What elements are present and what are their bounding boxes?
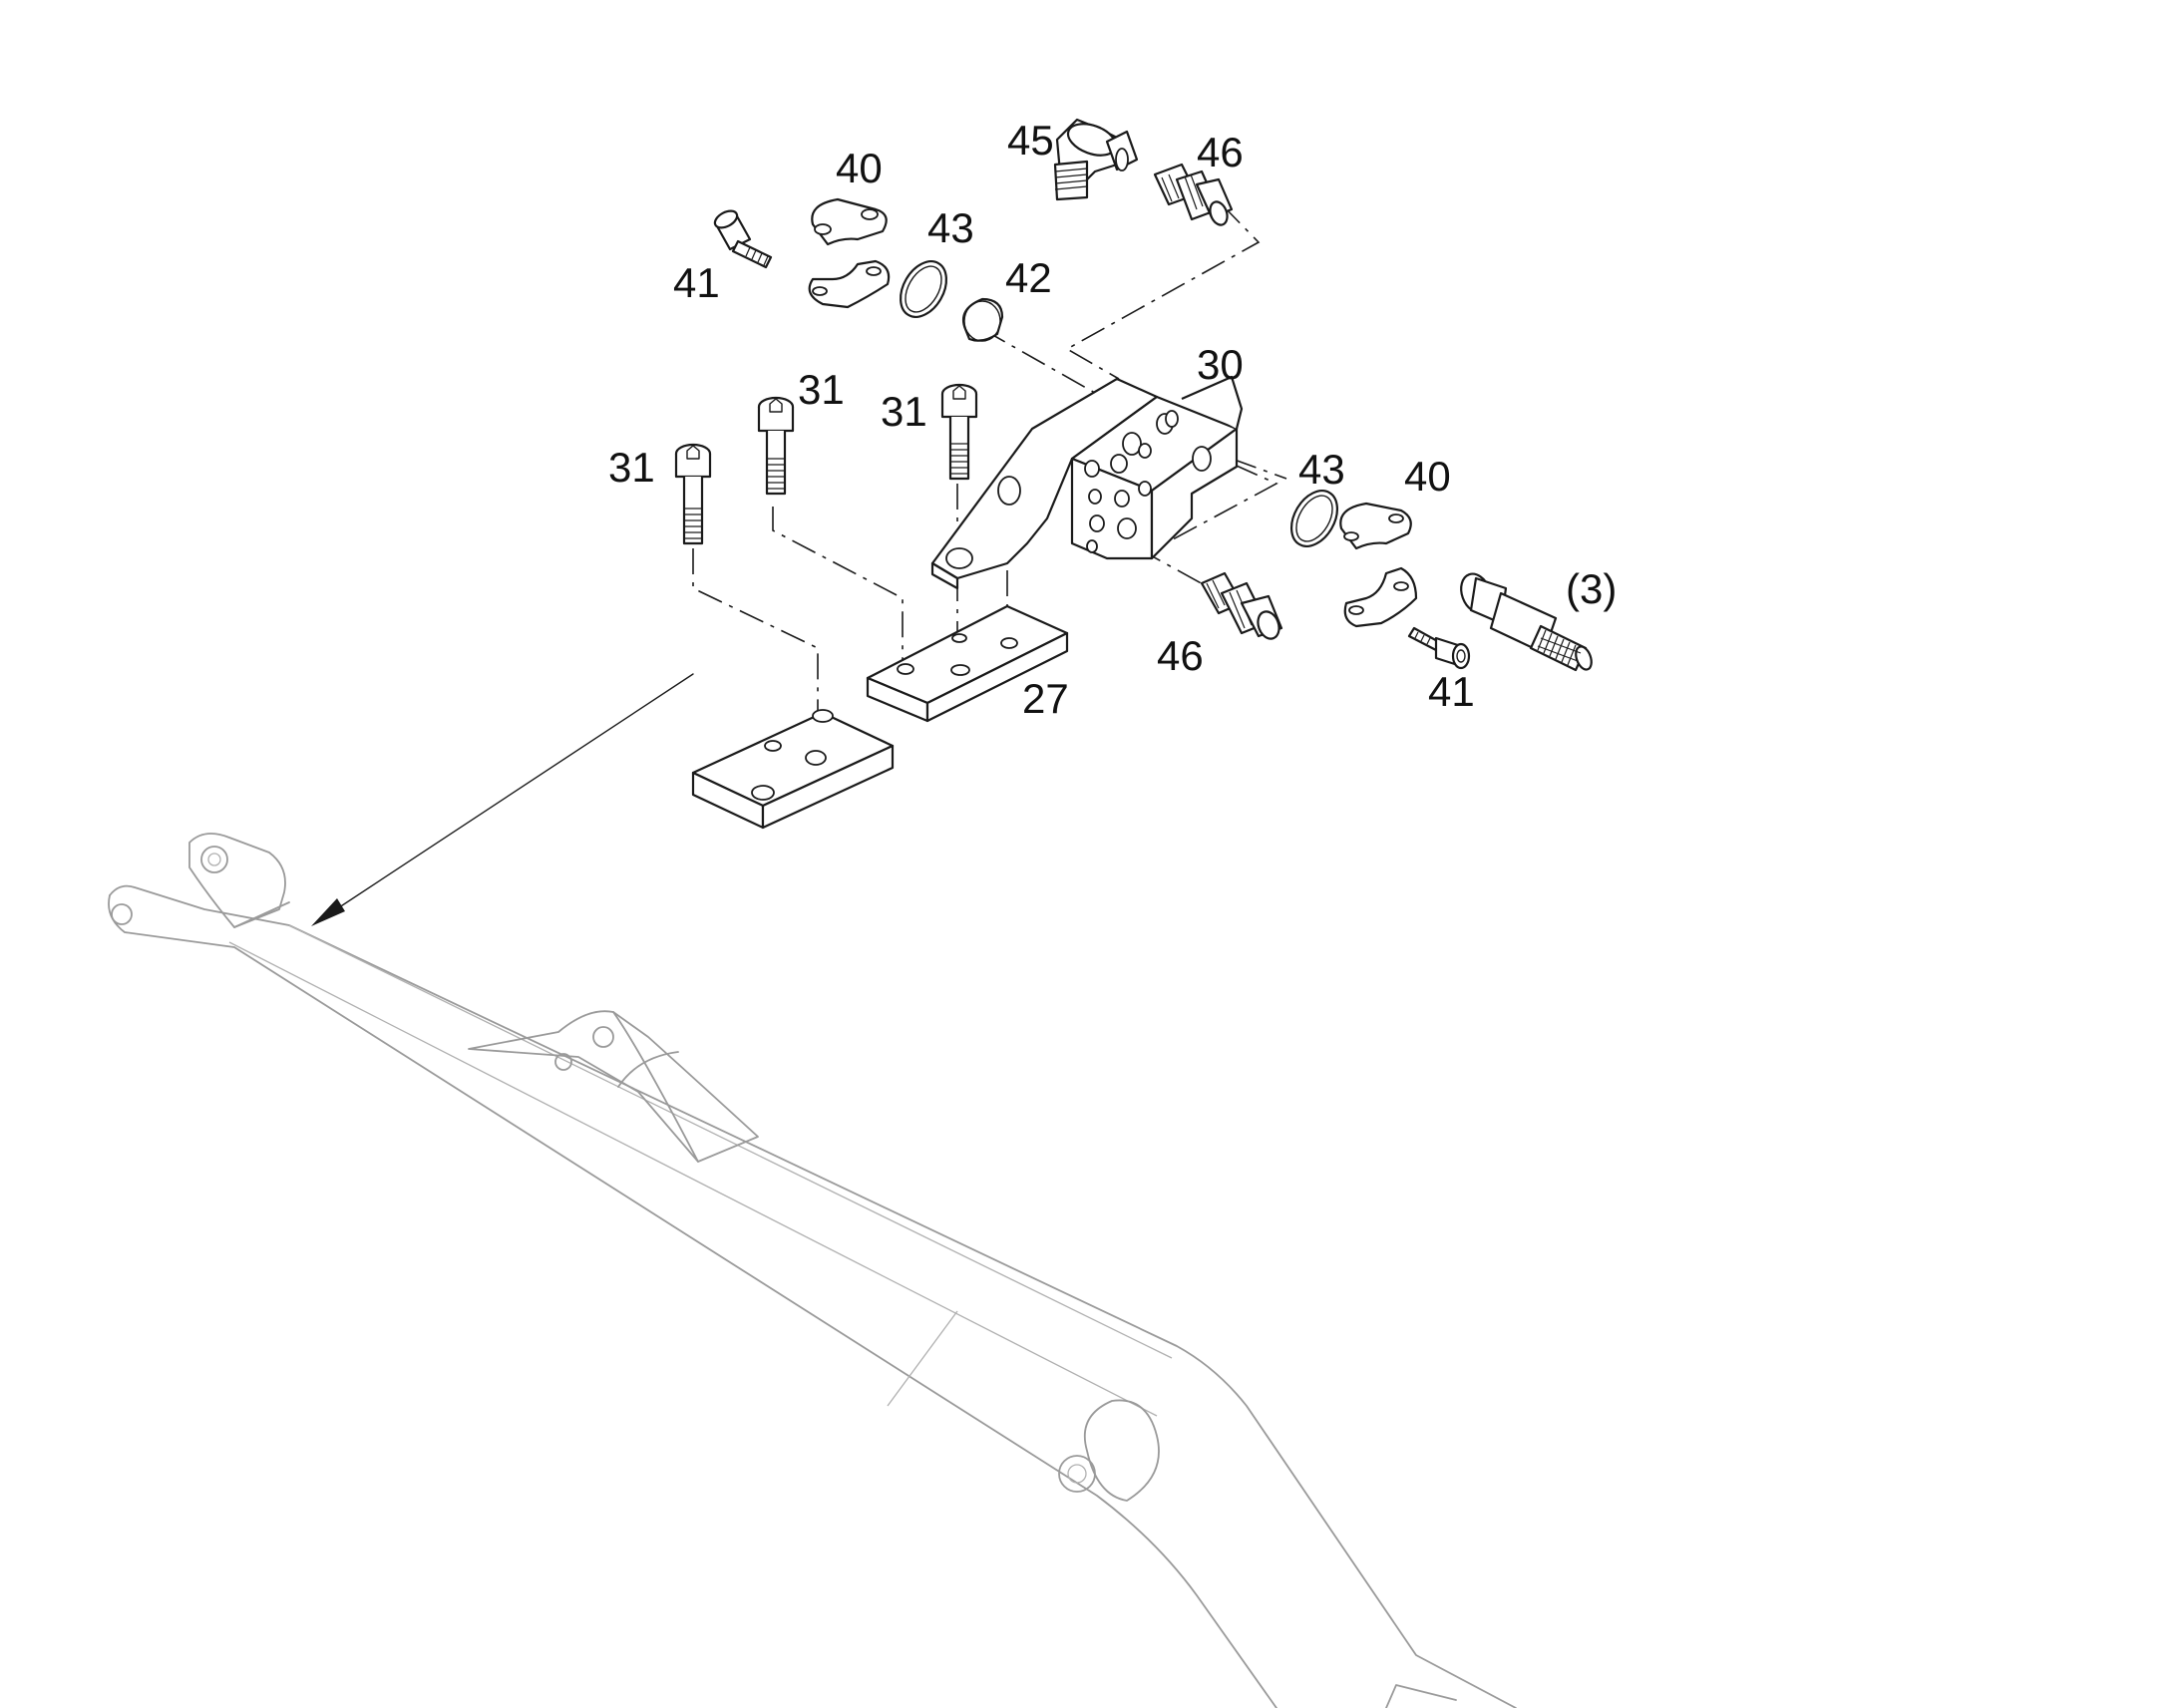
elbow-fitting-45 bbox=[1053, 118, 1139, 201]
callout-40-right: 40 bbox=[1404, 453, 1451, 500]
callout-31-left: 31 bbox=[608, 444, 655, 491]
callout-41-right: 41 bbox=[1428, 668, 1475, 715]
callout-43-top: 43 bbox=[927, 204, 974, 251]
bolt-41-right bbox=[1407, 626, 1471, 670]
mounting-arrow bbox=[311, 673, 694, 926]
o-ring-43-top bbox=[899, 260, 948, 318]
bolt-31-right bbox=[940, 383, 978, 481]
callout-42: 42 bbox=[1005, 254, 1052, 301]
callout-46-bottom: 46 bbox=[1157, 632, 1204, 679]
callout-46-top: 46 bbox=[1197, 129, 1244, 175]
union-fitting-46-top bbox=[1153, 163, 1234, 226]
plug-42 bbox=[961, 297, 1004, 342]
spacer-plate-27 bbox=[866, 604, 1069, 723]
flange-clamp-40-top bbox=[808, 197, 891, 309]
bolt-31-left bbox=[674, 443, 712, 545]
valve-block-30 bbox=[930, 375, 1244, 590]
callout-31-right: 31 bbox=[881, 388, 927, 435]
base-plate bbox=[691, 709, 895, 830]
callout-31-middle: 31 bbox=[798, 366, 845, 413]
bolt-41-top bbox=[713, 209, 773, 269]
o-ring-43-right bbox=[1289, 490, 1339, 547]
callout-30: 30 bbox=[1197, 341, 1244, 388]
callout-27: 27 bbox=[1022, 675, 1069, 722]
hose-3 bbox=[1460, 572, 1593, 672]
union-fitting-46-bottom bbox=[1200, 571, 1283, 640]
bolt-31-middle bbox=[757, 396, 795, 496]
callout-45: 45 bbox=[1007, 117, 1054, 164]
callout-43-right: 43 bbox=[1298, 446, 1345, 493]
callout-labels: 41 40 43 42 45 46 30 31 31 31 27 43 40 4… bbox=[608, 117, 1617, 722]
boom-arm bbox=[108, 833, 1517, 1708]
flange-clamp-40-right bbox=[1339, 502, 1418, 628]
callout-41-top: 41 bbox=[673, 259, 720, 306]
callout-3: (3) bbox=[1566, 565, 1617, 612]
callout-40-top: 40 bbox=[836, 145, 883, 191]
